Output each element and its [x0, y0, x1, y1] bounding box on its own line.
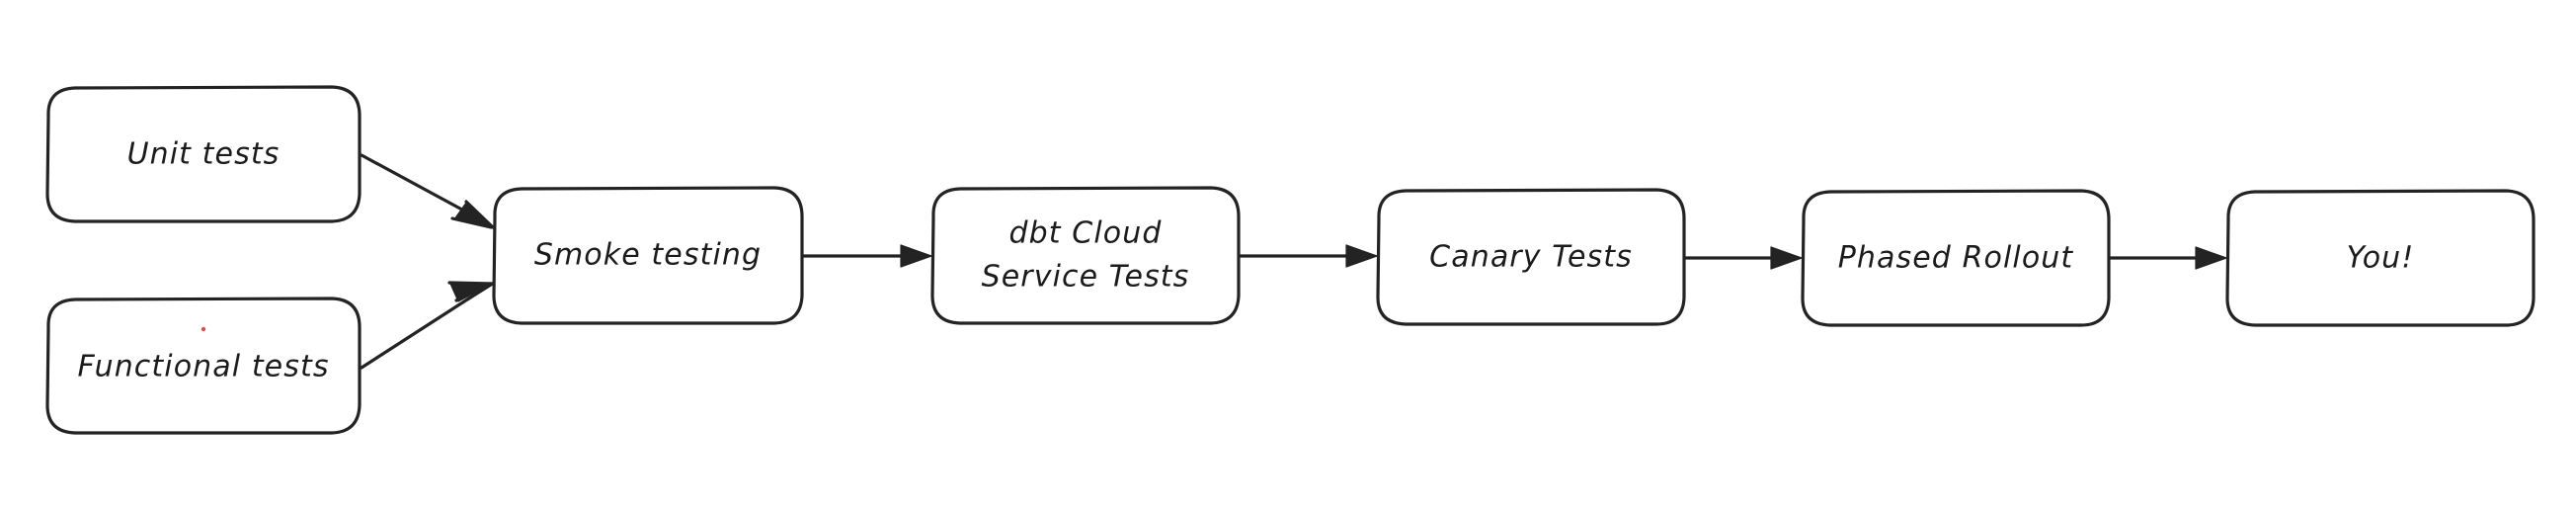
- edge-functional-to-smoke: [360, 281, 495, 370]
- edge-phased-to-you: [2109, 246, 2227, 270]
- node-you[interactable]: You!: [2225, 189, 2536, 327]
- node-label-unit-tests: Unit tests: [127, 137, 281, 172]
- node-dbt-cloud-service-tests[interactable]: dbt Cloud Service Tests: [930, 186, 1241, 325]
- node-canary-tests[interactable]: Canary Tests: [1376, 188, 1686, 326]
- edge-dbt-to-canary: [1239, 244, 1378, 268]
- ink-speck: [201, 326, 206, 332]
- node-label-dbt-cloud-line1: dbt Cloud: [1009, 216, 1163, 251]
- node-label-dbt-cloud-line2: Service Tests: [982, 260, 1190, 295]
- node-unit-tests[interactable]: Unit tests: [45, 85, 362, 223]
- node-label-you: You!: [2347, 241, 2415, 276]
- node-label-smoke-testing: Smoke testing: [534, 238, 762, 273]
- node-functional-tests[interactable]: Functional tests: [45, 297, 362, 435]
- node-phased-rollout[interactable]: Phased Rollout: [1801, 189, 2111, 327]
- edge-canary-to-phased: [1684, 246, 1803, 270]
- node-label-functional-tests: Functional tests: [77, 350, 329, 384]
- edge-unit-to-smoke: [360, 153, 496, 229]
- node-label-phased-rollout: Phased Rollout: [1838, 241, 2074, 276]
- node-label-canary-tests: Canary Tests: [1429, 240, 1633, 275]
- edges-layer: [360, 153, 2227, 370]
- node-smoke-testing[interactable]: Smoke testing: [492, 186, 804, 325]
- nodes-layer: Unit tests Functional tests Smoke testin…: [45, 85, 2536, 435]
- edge-smoke-to-dbt: [802, 244, 932, 268]
